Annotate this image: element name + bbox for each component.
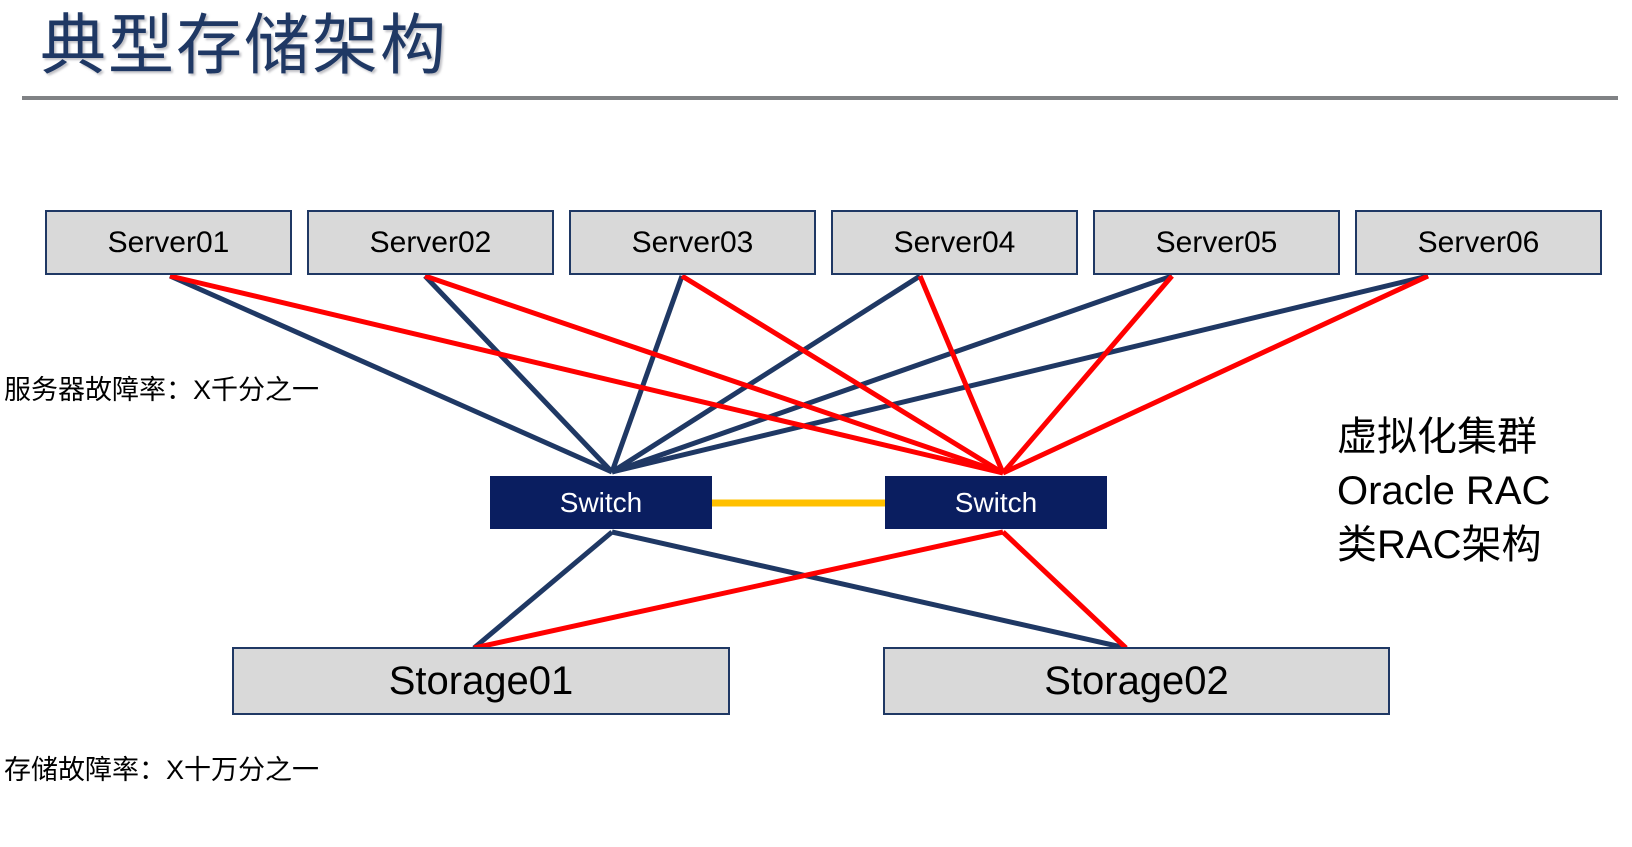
link-server04-switchL [610, 273, 922, 475]
link-server01-switchR [169, 273, 1004, 476]
node-storage02[interactable]: Storage02 [883, 647, 1390, 715]
link-server03-switchL [609, 275, 685, 473]
cluster-note-line-1: 虚拟化集群 [1337, 415, 1537, 459]
link-server05-switchR [1001, 274, 1174, 475]
server-to-right-switch-links [169, 273, 1430, 476]
link-switchL-storage02 [611, 529, 1127, 651]
node-switch-left[interactable]: Switch [490, 476, 712, 529]
link-switchL-storage01 [472, 530, 614, 650]
node-server04[interactable]: Server04 [831, 210, 1078, 275]
page-title: 典型存储架构 [40, 8, 448, 82]
node-server01[interactable]: Server01 [45, 210, 292, 275]
link-server06-switchR [1001, 273, 1430, 476]
node-switch-right[interactable]: Switch [885, 476, 1107, 529]
link-server02-switchL [423, 274, 614, 474]
link-server01-switchL [168, 273, 614, 475]
link-server04-switchR [917, 275, 1006, 474]
left-switch-to-storage-links [472, 529, 1127, 651]
cluster-note-line-3: 类RAC架构 [1337, 523, 1542, 567]
link-server06-switchL [611, 273, 1429, 475]
node-storage01[interactable]: Storage01 [232, 647, 730, 715]
link-server03-switchR [680, 273, 1005, 476]
server-failure-rate-label: 服务器故障率：X千分之一 [4, 375, 320, 405]
link-switchR-storage01 [473, 529, 1004, 651]
server-to-left-switch-links [168, 273, 1429, 475]
cluster-note-line-2: Oracle RAC [1337, 469, 1551, 513]
cluster-note-block: 虚拟化集群 Oracle RAC 类RAC架构 [1337, 410, 1550, 572]
right-switch-to-storage-links [473, 529, 1128, 651]
node-server02[interactable]: Server02 [307, 210, 554, 275]
title-divider [22, 96, 1618, 100]
link-server05-switchL [611, 273, 1173, 475]
node-server05[interactable]: Server05 [1093, 210, 1340, 275]
node-server06[interactable]: Server06 [1355, 210, 1602, 275]
link-server02-switchR [424, 273, 1004, 476]
node-server03[interactable]: Server03 [569, 210, 816, 275]
storage-failure-rate-label: 存储故障率：X十万分之一 [4, 755, 320, 785]
link-switchR-storage02 [1001, 530, 1128, 650]
